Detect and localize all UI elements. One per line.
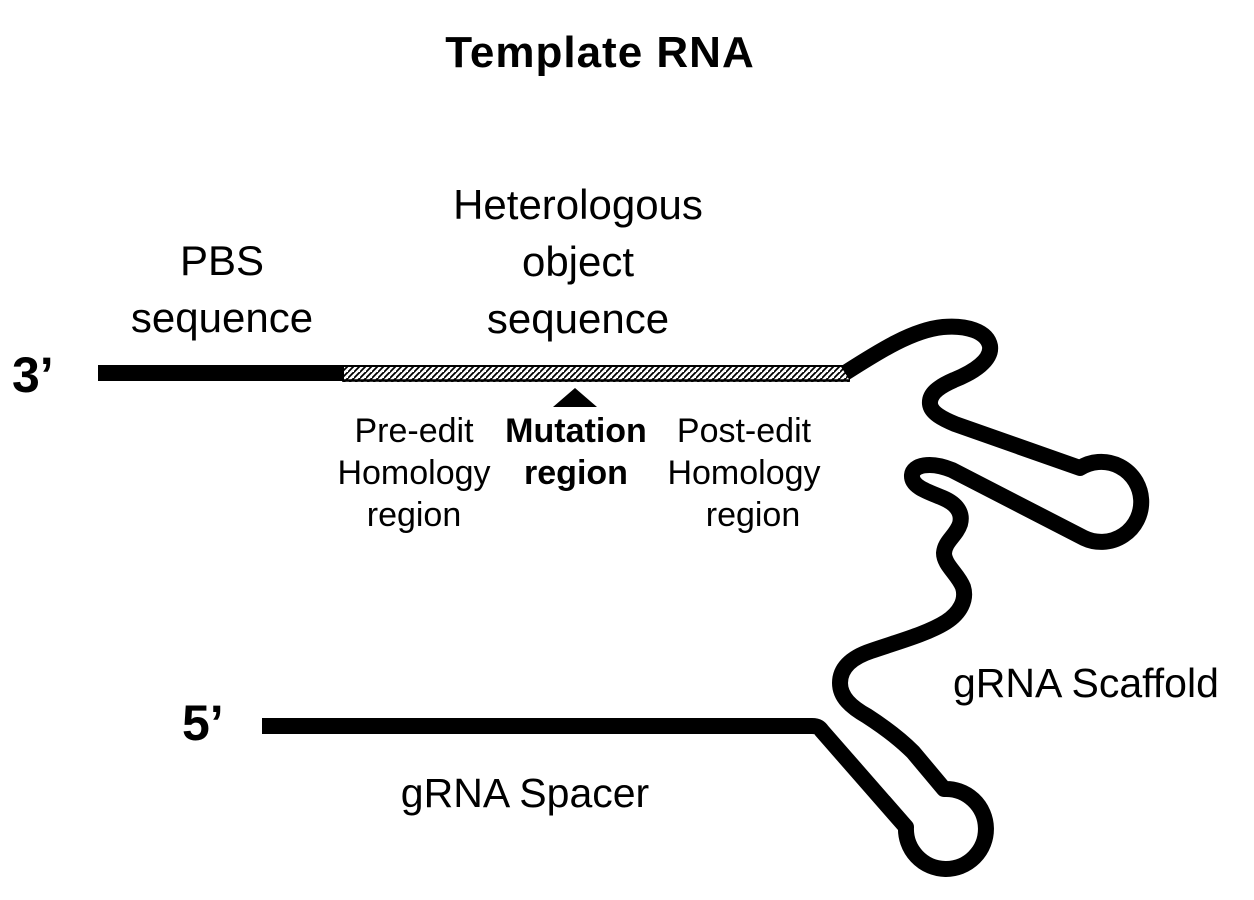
post-edit-label-line2: Homology	[667, 454, 821, 492]
heterologous-label-line3: sequence	[486, 295, 670, 342]
pbs-label-line1: PBS	[179, 237, 265, 284]
pre-edit-label-line3: region	[366, 496, 462, 534]
pbs-label-line2: sequence	[130, 294, 314, 341]
grna-scaffold-label: gRNA Scaffold	[953, 660, 1219, 706]
mutation-marker-icon	[553, 388, 597, 407]
pre-edit-label-line1: Pre-edit	[354, 412, 474, 450]
mutation-label-line1: Mutation	[505, 412, 647, 450]
pre-edit-label-line2: Homology	[337, 454, 491, 492]
post-edit-homology-region-label: Post-edit Homology region	[667, 410, 820, 536]
heterologous-label-line2: object	[521, 238, 635, 285]
post-edit-label-line3: region	[705, 496, 801, 534]
post-edit-label-line1: Post-edit	[676, 412, 812, 450]
mutation-label-line2: region	[524, 454, 628, 492]
diagram-title: Template RNA	[445, 28, 755, 77]
heterologous-label-line1: Heterologous	[453, 181, 703, 228]
grna-spacer-label: gRNA Spacer	[400, 770, 650, 816]
heterologous-sequence-label: Heterologous object sequence	[453, 176, 703, 347]
mutation-region-label: Mutation region	[505, 410, 647, 494]
five-prime-label: 5’	[182, 695, 224, 751]
pre-edit-homology-region-label: Pre-edit Homology region	[337, 410, 490, 536]
pbs-sequence-label: PBS sequence	[131, 232, 313, 346]
three-prime-label: 3’	[12, 347, 54, 403]
grna-scaffold-strand	[262, 318, 1150, 877]
heterologous-segment-bar	[342, 365, 850, 382]
